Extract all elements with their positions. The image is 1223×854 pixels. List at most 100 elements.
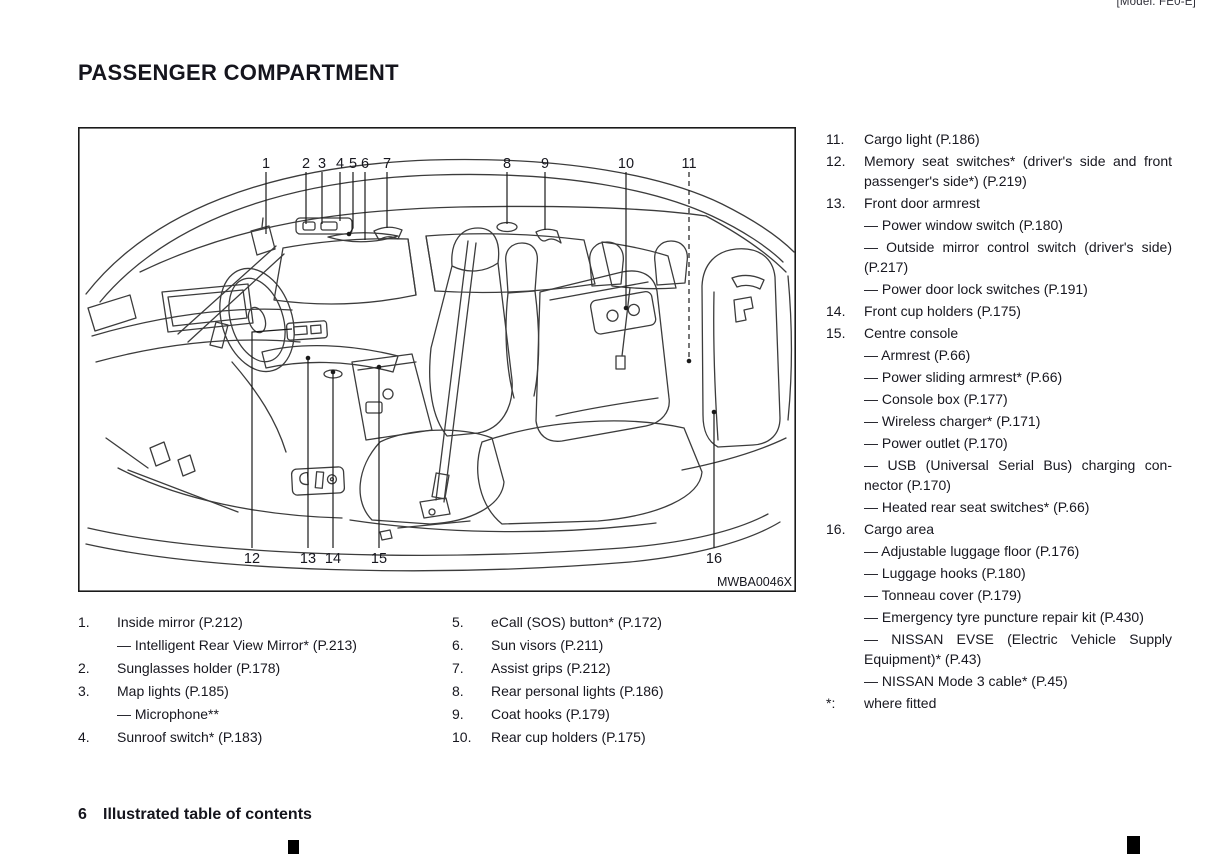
item-text: — NISSAN Mode 3 cable* (P.45) (864, 673, 1068, 689)
model-tag: [Model: FE0-E] (1116, 0, 1196, 8)
item-text: — Power sliding armrest* (P.66) (864, 369, 1063, 385)
page-footer: 6 Illustrated table of contents (78, 806, 312, 824)
list-subitem: — Power sliding armrest* (P.66) (826, 367, 1172, 387)
item-number: 12. (826, 153, 846, 169)
item-number: 8. (452, 683, 464, 699)
item-text: — Microphone** (117, 706, 219, 722)
front-seats (290, 227, 540, 541)
list-item: 11. Cargo light (P.186) (826, 129, 1172, 149)
list-subitem: — Power window switch (P.180) (826, 215, 1172, 235)
item-text: — Outside mirror control switch (driver'… (864, 239, 1172, 275)
item-text: — Adjustable luggage floor (P.176) (864, 543, 1080, 559)
item-number: 10. (452, 729, 472, 745)
list-item: 2.Sunglasses holder (P.178) (78, 658, 440, 678)
passenger-compartment-figure: 1 2 3 4 5 6 7 8 9 10 11 12 13 14 15 16 M… (78, 127, 797, 592)
print-registration-mark-right (1127, 836, 1140, 854)
item-text: Coat hooks (P.179) (491, 706, 610, 722)
dashboard-steering (87, 267, 433, 477)
footnote-where-fitted: *: where fitted (826, 693, 1172, 713)
print-registration-mark-left (288, 840, 299, 854)
item-text: — Wireless charger* (P.171) (864, 413, 1041, 429)
item-text: — Emergency tyre puncture repair kit (P.… (864, 609, 1144, 625)
list-item: 3. Map lights (P.185) (78, 681, 440, 701)
item-text: Assist grips (P.212) (491, 660, 611, 676)
legend-list-middle: 5.eCall (SOS) button* (P.172) 6. Sun viso… (452, 612, 782, 750)
list-subitem: — Tonneau cover (P.179) (826, 585, 1172, 605)
list-subitem: — Emergency tyre puncture repair kit (P.… (826, 607, 1172, 627)
item-number: 9. (452, 706, 464, 722)
figure-callout-11: 11 (681, 156, 696, 172)
figure-callout-10: 10 (618, 156, 634, 172)
list-subitem: — Intelligent Rear View Mirror* (P.213) (78, 635, 440, 655)
list-subitem: — Power outlet (P.170) (826, 433, 1172, 453)
item-number: 7. (452, 660, 464, 676)
rear-seats (477, 240, 787, 525)
item-text: Cargo light (P.186) (864, 131, 980, 147)
car-window-lines (273, 233, 677, 305)
legend-list-left: 1. Inside mirror (P.212) — Intelligent Re… (78, 612, 440, 750)
item-text: Rear cup holders (P.175) (491, 729, 646, 745)
item-text: eCall (SOS) button* (P.172) (491, 614, 662, 630)
list-subitem: — Microphone** (78, 704, 440, 724)
item-text: — Power window switch (P.180) (864, 217, 1063, 233)
item-text: — Console box (P.177) (864, 391, 1008, 407)
callout-leaders (251, 172, 715, 548)
figure-frame (78, 127, 797, 592)
figure-callout-5: 5 (349, 156, 357, 172)
figure-callout-7: 7 (383, 156, 391, 172)
item-text: Inside mirror (P.212) (117, 614, 243, 630)
section-title: Illustrated table of contents (103, 806, 312, 823)
item-text: Centre console (864, 325, 959, 341)
footnote-text: where fitted (864, 695, 937, 711)
item-text: Cargo area (864, 521, 935, 537)
page-number: 6 (78, 806, 87, 823)
figure-callout-3: 3 (318, 156, 326, 172)
item-number: 14. (826, 303, 846, 319)
item-text: Map lights (P.185) (117, 683, 229, 699)
figure-callout-15: 15 (371, 551, 387, 567)
figure-callout-14: 14 (325, 551, 341, 567)
list-subitem: — Luggage hooks (P.180) (826, 563, 1172, 583)
item-text: Sun visors (P.211) (491, 637, 604, 653)
car-body-lines (85, 158, 795, 421)
callout-numbers: 1 2 3 4 5 6 7 8 9 10 11 12 13 14 15 16 (244, 156, 722, 567)
figure-callout-13: 13 (300, 551, 316, 567)
item-text: Sunglasses holder (P.178) (117, 660, 281, 676)
figure-callout-12: 12 (244, 551, 260, 567)
item-number: 16. (826, 521, 846, 537)
item-number: 1. (78, 614, 90, 630)
list-item: 12. Memory seat switches* (driver's side … (826, 151, 1172, 191)
footnote-marker: *: (826, 695, 836, 711)
item-text: — Power outlet (P.170) (864, 435, 1008, 451)
list-subitem: — Armrest (P.66) (826, 345, 1172, 365)
figure-callout-16: 16 (706, 551, 722, 567)
car-interior-diagram: 1 2 3 4 5 6 7 8 9 10 11 12 13 14 15 16 M… (78, 127, 797, 592)
item-text: — Power door lock switches (P.191) (864, 281, 1088, 297)
item-number: 6. (452, 637, 464, 653)
item-number: 3. (78, 683, 90, 699)
figure-callout-9: 9 (541, 156, 549, 172)
list-subitem: — Wireless charger* (P.171) (826, 411, 1172, 431)
list-subitem: — Power door lock switches (P.191) (826, 279, 1172, 299)
list-subitem: — NISSAN EVSE (Electric Vehicle Supply E… (826, 629, 1172, 669)
list-item: 9. Coat hooks (P.179) (452, 704, 782, 724)
item-text: Memory seat switches* (driver's side and… (864, 153, 1172, 189)
list-item: 16. Cargo area (826, 519, 1172, 539)
figure-image-code: MWBA0046X (717, 575, 793, 589)
list-subitem: — Outside mirror control switch (driver'… (826, 237, 1172, 277)
item-text: Front cup holders (P.175) (864, 303, 1021, 319)
list-item: 1. Inside mirror (P.212) (78, 612, 440, 632)
figure-callout-4: 4 (336, 156, 344, 172)
list-item: 7. Assist grips (P.212) (452, 658, 782, 678)
list-subitem: — NISSAN Mode 3 cable* (P.45) (826, 671, 1172, 691)
item-text: — NISSAN EVSE (Electric Vehicle Supply E… (864, 631, 1172, 667)
item-text: — Heated rear seat switches* (P.66) (864, 499, 1090, 515)
list-subitem: — USB (Universal Serial Bus) charging co… (826, 455, 1172, 495)
list-item: 13.Front door armrest (826, 193, 1172, 213)
item-number: 11. (826, 131, 845, 147)
page-title: PASSENGER COMPARTMENT (78, 59, 399, 85)
list-item: 5.eCall (SOS) button* (P.172) (452, 612, 782, 632)
item-text: — USB (Universal Serial Bus) charging co… (864, 457, 1172, 493)
list-item: 6. Sun visors (P.211) (452, 635, 782, 655)
item-text: — Luggage hooks (P.180) (864, 565, 1026, 581)
